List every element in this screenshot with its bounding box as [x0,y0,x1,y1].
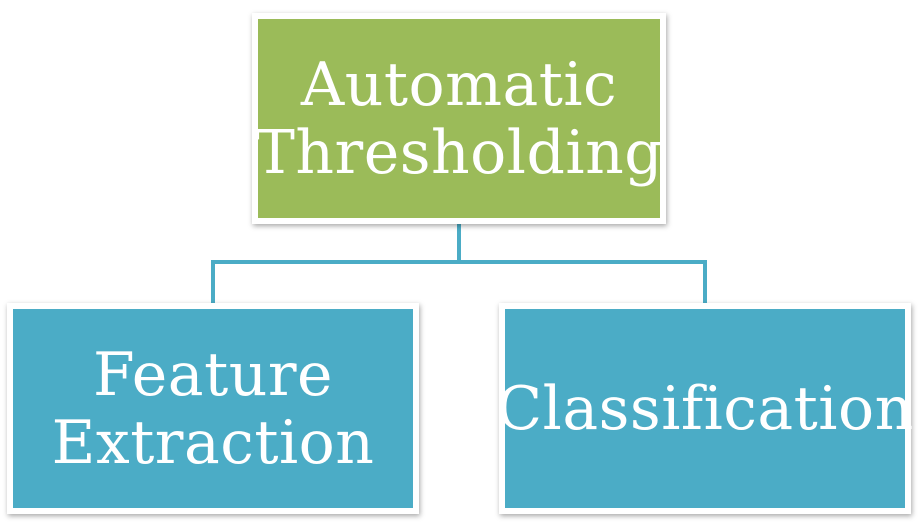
node-label-left: Feature Extraction [52,341,375,477]
node-label-root: Automatic Thresholding [255,51,663,187]
node-left-line-2: Extraction [51,407,375,478]
node-classification: Classification [496,303,913,514]
node-left-line-1: Feature [92,339,334,410]
node-feature-extraction: Feature Extraction [7,303,419,514]
node-automatic-thresholding: Automatic Thresholding [252,13,666,224]
node-root-line-2: Thresholding [254,117,664,188]
node-root-line-1: Automatic [300,49,618,120]
node-label-right: Classification [496,375,913,443]
node-right-line-1: Classification [496,373,914,444]
